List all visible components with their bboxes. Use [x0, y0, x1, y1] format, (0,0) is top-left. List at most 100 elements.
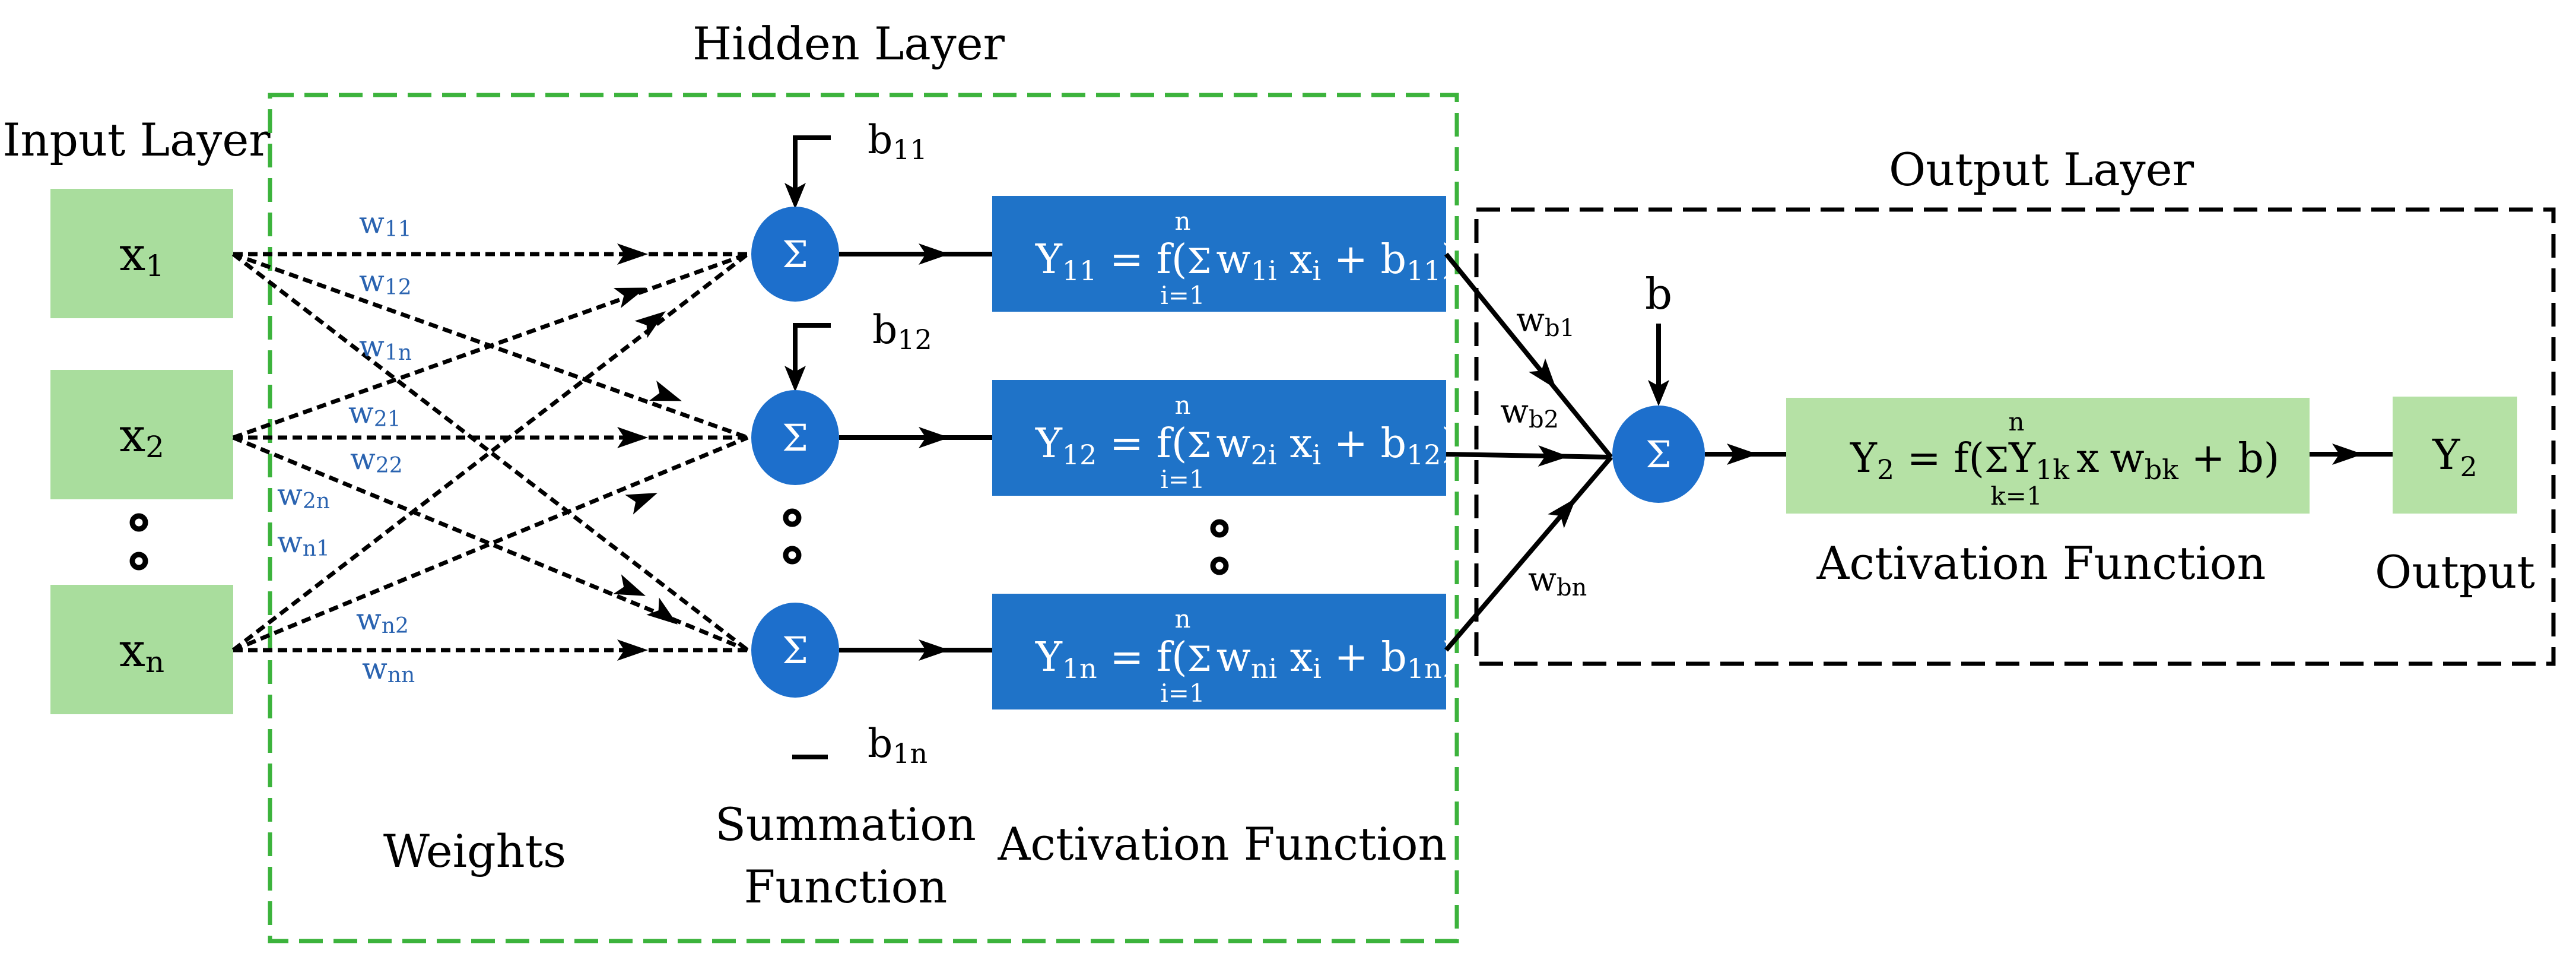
sigma-icon: Σ	[782, 233, 808, 276]
arrowhead	[1648, 380, 1669, 406]
caption-summation-line1: Summation	[715, 798, 976, 851]
arrowhead	[784, 183, 806, 209]
caption-weights: Weights	[383, 825, 566, 878]
input-node-x2: x2	[50, 370, 233, 499]
connection-x2-s1	[232, 252, 749, 440]
output-label-sub: 2	[2460, 451, 2477, 483]
input-node-xn: xn	[50, 585, 233, 714]
summation-node-2: b12 Σ	[751, 307, 932, 485]
output-weight-labels: wb1 wb2 wbn	[1500, 301, 1587, 601]
sum-upper-limit: n	[1174, 604, 1190, 633]
svg-text:Y2: Y2	[2432, 430, 2477, 483]
summation-circle	[751, 390, 839, 485]
output-label-base: Y	[2432, 430, 2460, 479]
bias-label: b11	[868, 117, 928, 166]
weight-label-w12: w12	[359, 264, 412, 300]
input-label-sub: 1	[145, 249, 164, 283]
output-layer-title: Output Layer	[1889, 143, 2194, 196]
input-ellipsis-dots	[129, 513, 148, 571]
caption-summation-line2: Function	[744, 860, 948, 913]
output-weight-connections	[1444, 252, 1613, 652]
output-layer-border	[1474, 207, 2556, 666]
weight-labels: w11 w12 w1n w21 w22 w2n wn1 wn2 wnn	[277, 205, 415, 688]
output-weight-arrowheads	[1529, 358, 1577, 528]
input-label-base: x	[119, 228, 145, 281]
weight-label-w11: w11	[359, 205, 412, 242]
input-label-sub: n	[145, 645, 164, 679]
svg-text:x2: x2	[119, 409, 164, 464]
caption-activation-hidden: Activation Function	[998, 818, 1447, 870]
summation-node-1: b11 Σ	[751, 117, 928, 302]
bias-arrow	[793, 323, 831, 372]
output-node-y2: Y2	[2393, 397, 2517, 514]
bias-arrow	[793, 135, 831, 189]
arrowhead	[625, 493, 658, 515]
weight-label-wn1: wn1	[277, 525, 330, 561]
arrowhead	[649, 381, 682, 401]
caption-output: Output	[2375, 546, 2535, 598]
output-box	[2393, 397, 2517, 514]
arrowhead	[613, 574, 646, 596]
sigma-icon: Σ	[782, 629, 808, 672]
weight-arrowheads	[613, 243, 682, 661]
sum-lower-limit: k=1	[1990, 482, 2042, 511]
output-summation-node: b Σ	[1612, 269, 1705, 503]
output-bias-label: b	[1645, 269, 1672, 319]
sigma-icon: Σ	[1646, 433, 1672, 476]
summation-to-activation-arrows	[839, 243, 992, 661]
input-box	[50, 585, 233, 714]
arrowhead	[784, 366, 806, 392]
connection-xn-s2	[232, 435, 749, 652]
sum-lower-limit: i=1	[1160, 281, 1205, 310]
sum-upper-limit: n	[2008, 407, 2024, 436]
activation-to-output-arrow	[2310, 444, 2393, 465]
summation-circle	[1612, 406, 1705, 503]
arrowhead	[617, 427, 648, 448]
weight-label-w1n: w1n	[359, 329, 412, 365]
weight-label-wnn: wnn	[362, 651, 415, 688]
bias-label: b1n	[868, 721, 928, 769]
weight-label-wn2: wn2	[356, 602, 409, 638]
input-label-sub: 2	[145, 430, 164, 464]
formula-box	[992, 380, 1446, 496]
weight-label-w2n: w2n	[277, 477, 330, 514]
formula-box	[1786, 398, 2310, 514]
hidden-layer-title: Hidden Layer	[693, 17, 1005, 70]
caption-activation-output: Activation Function	[1816, 537, 2266, 590]
weight-label-wbn: wbn	[1528, 560, 1587, 601]
weight-label-w22: w22	[350, 442, 403, 478]
weight-connections	[231, 252, 749, 652]
sigma-icon: Σ	[782, 416, 808, 460]
weight-label-w21: w21	[348, 395, 401, 432]
input-label-base: x	[119, 409, 145, 463]
formula-box	[992, 196, 1446, 312]
input-label-base: x	[119, 624, 145, 677]
output-sum-to-activation-arrow	[1705, 444, 1786, 465]
input-node-x1: x1	[50, 189, 233, 318]
svg-text:x1: x1	[119, 228, 164, 283]
sum-lower-limit: i=1	[1160, 465, 1205, 494]
arrowhead	[613, 287, 646, 308]
activation-ellipsis-dots	[1210, 519, 1229, 575]
input-box	[50, 370, 233, 499]
hidden-layer-border	[268, 93, 1459, 943]
summation-node-n: Σ b1n	[751, 603, 928, 769]
input-box	[50, 189, 233, 318]
summation-ellipsis-dots	[783, 508, 802, 565]
connection-xn-s1	[231, 252, 749, 652]
sum-upper-limit: n	[1174, 207, 1190, 236]
summation-circle	[751, 603, 839, 698]
sum-lower-limit: i=1	[1160, 679, 1205, 708]
sum-upper-limit: n	[1174, 391, 1190, 420]
weight-label-wb1: wb1	[1516, 301, 1575, 342]
svg-text:xn: xn	[119, 624, 164, 679]
bias-label: b12	[872, 307, 932, 356]
input-layer-title: Input Layer	[2, 113, 271, 166]
